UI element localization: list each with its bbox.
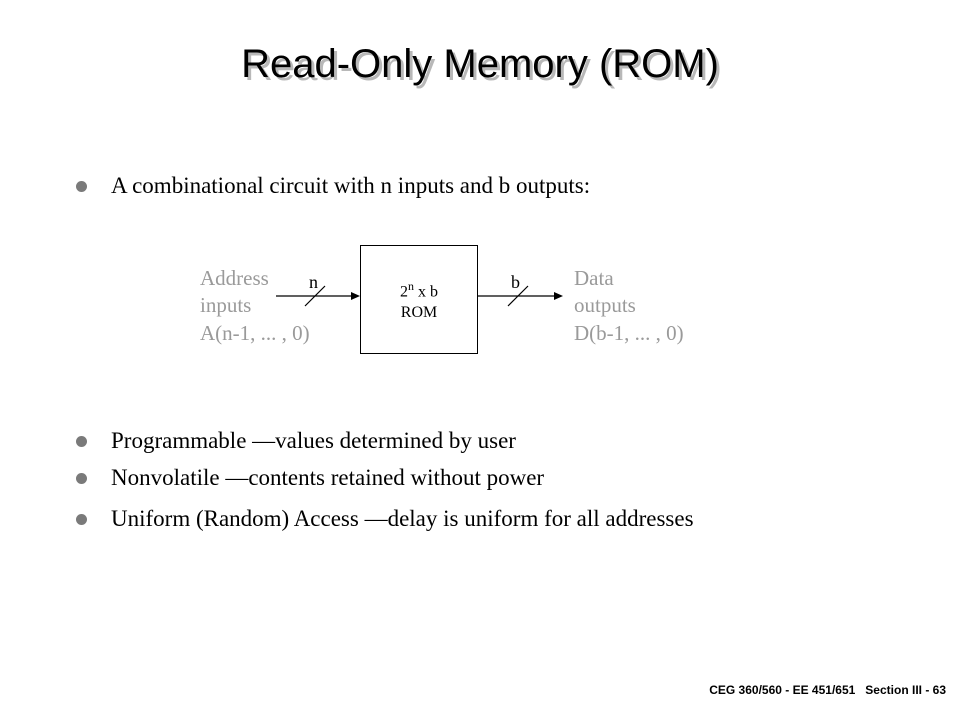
rom-block: 2n x b ROM: [360, 245, 478, 354]
bullet-dot: [76, 181, 87, 192]
bullet-dot: [76, 473, 87, 484]
rom-size-base: 2: [400, 283, 408, 301]
output-width-label: b: [511, 272, 520, 292]
rom-size-exponent: n: [408, 279, 414, 293]
input-arrowhead: [351, 292, 360, 300]
data-label-line3: D(b-1, ... , 0): [574, 321, 684, 345]
bullet-programmable-text: Programmable —values determined by user: [111, 428, 516, 453]
input-bus-slash: [304, 285, 326, 307]
rom-name-label: ROM: [400, 304, 438, 321]
input-width-label: n: [309, 272, 318, 292]
data-label-line1: Data: [574, 266, 614, 290]
address-label-line1: Address: [200, 266, 269, 290]
bullet-dot: [76, 436, 87, 447]
output-bus-slash: [507, 285, 529, 307]
bullet-dot: [76, 514, 87, 525]
slide-title: Read-Only Memory (ROM): [241, 42, 719, 86]
address-label-line2: inputs: [200, 293, 252, 317]
rom-size-rest: x b: [414, 283, 438, 301]
bullet-uniform-access-text: Uniform (Random) Access —delay is unifor…: [111, 506, 694, 531]
bullet-nonvolatile-text: Nonvolatile —contents retained without p…: [111, 465, 545, 490]
slide-footer: CEG 360/560 - EE 451/651 Section III - 6…: [709, 683, 946, 697]
address-label-line3: A(n-1, ... , 0): [200, 321, 310, 345]
rom-size-label: 2n x b: [361, 277, 477, 301]
bullet-intro-text: A combinational circuit with n inputs an…: [111, 173, 591, 198]
data-label-line2: outputs: [574, 293, 636, 317]
output-arrowhead: [554, 292, 563, 300]
